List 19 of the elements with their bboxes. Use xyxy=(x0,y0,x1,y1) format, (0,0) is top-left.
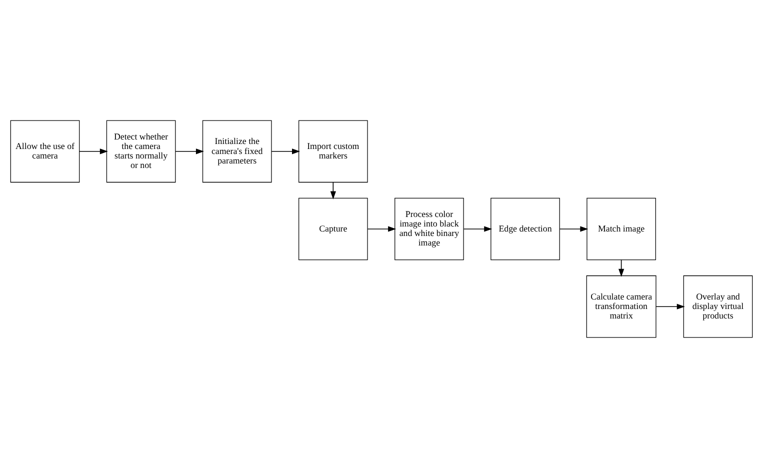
node-box: Match image xyxy=(586,198,656,260)
node-box: Import custom markers xyxy=(298,120,368,183)
arrow xyxy=(559,226,588,232)
node-box: Edge detection xyxy=(490,198,560,260)
node-box: Detect whether the camera starts normally or not xyxy=(106,120,176,183)
arrow xyxy=(271,148,300,154)
arrow xyxy=(618,260,624,277)
node-box: Allow the use of camera xyxy=(10,120,80,183)
node-box: Capture xyxy=(298,198,368,260)
arrow xyxy=(463,226,492,232)
node-box: Overlay and display virtual products xyxy=(683,275,753,338)
arrow xyxy=(367,226,396,232)
node-box: Calculate camera transformation matrix xyxy=(586,275,656,338)
node-box: Process color image into black and white binary image xyxy=(394,198,464,260)
node-box: Initialize the camera's fixed parameters xyxy=(202,120,272,183)
arrow xyxy=(330,182,336,200)
arrow xyxy=(656,304,685,310)
arrow xyxy=(175,148,204,154)
arrow xyxy=(79,148,108,154)
